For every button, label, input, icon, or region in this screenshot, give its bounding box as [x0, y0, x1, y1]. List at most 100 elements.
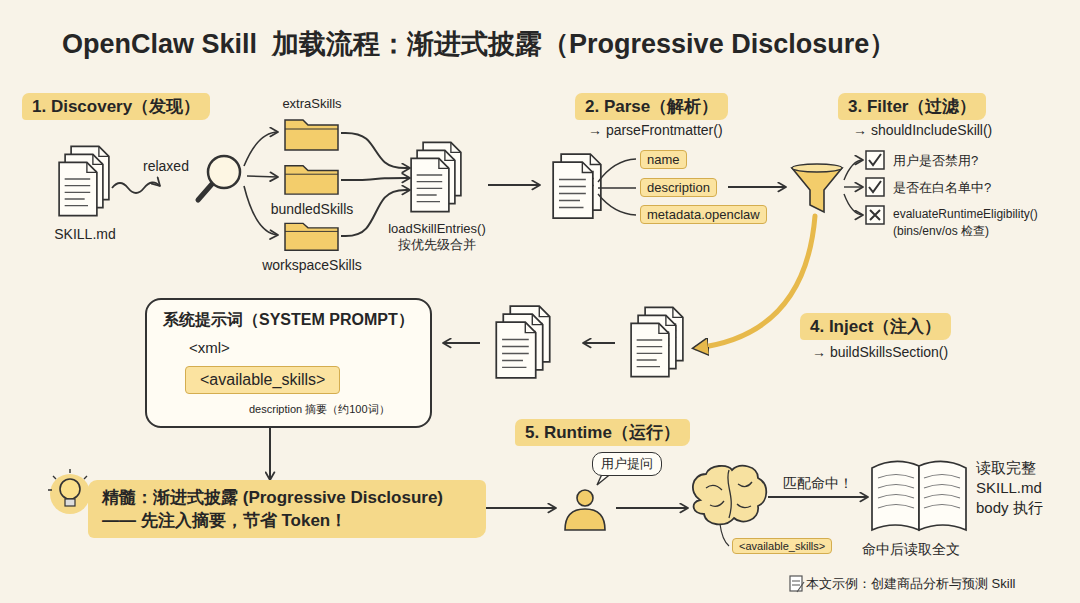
- bulb-rays: [48, 469, 92, 490]
- field-tag: metadata.openclaw: [640, 205, 767, 224]
- step-band: 1. Discovery（发现）: [22, 93, 210, 120]
- magnifier-icon: [198, 156, 240, 200]
- branch-arrow: [844, 194, 863, 215]
- flow-connector: [341, 133, 410, 168]
- node-text: 5. Runtime（运行）: [525, 421, 680, 444]
- node-text: SKILL.md: [54, 226, 115, 242]
- flow-connector: [616, 507, 688, 509]
- flow-connector: [486, 507, 556, 509]
- node-text: loadSkillEntries() 按优先级合并: [382, 221, 492, 253]
- step-band: 5. Runtime（运行）: [515, 419, 690, 446]
- note-label: 本文示例：创建商品分析与预测 Skill: [806, 575, 1015, 593]
- note-label: → buildSkillsSection(): [812, 344, 948, 360]
- book-icon: [872, 461, 966, 530]
- leader-line: [720, 524, 729, 546]
- brain-folds: [706, 470, 752, 518]
- bulb-base: [65, 499, 75, 506]
- note-label: → parseFrontmatter(): [588, 122, 723, 138]
- note-label: 命中后读取全文: [862, 541, 960, 559]
- book-page: [919, 461, 966, 530]
- node-text: name: [647, 152, 680, 167]
- branch-line: [598, 159, 636, 215]
- parse-doc: [553, 154, 601, 218]
- node-text: bundledSkills: [271, 201, 354, 217]
- folder-icon: workspaceSkills: [283, 218, 341, 252]
- curved-flow-arrow: [696, 216, 815, 348]
- note-label: 是否在白名单中?: [893, 179, 991, 197]
- node-text: 用户提问: [592, 452, 662, 476]
- summary-stack: [496, 306, 549, 378]
- book-lines: [878, 475, 960, 509]
- user-body: [565, 509, 605, 530]
- node-text: 4. Inject（注入）: [810, 315, 941, 338]
- check-mark: [869, 154, 881, 192]
- funnel-rim: [792, 164, 842, 172]
- user-node: 用户提问: [556, 486, 616, 530]
- folder-icon: extraSkills: [283, 114, 341, 152]
- note-label: evaluateRuntimeEligibility() (bins/env/o…: [893, 206, 1075, 240]
- diagram-title: OpenClaw Skill 加载流程：渐进式披露（Progressive Di…: [62, 26, 896, 62]
- note-label: → shouldIncludeSkill(): [853, 122, 992, 138]
- brain-node: <available_skills>: [688, 466, 768, 528]
- essence-band: 精髓：渐进式披露 (Progressive Disclosure) —— 先注入…: [88, 480, 486, 538]
- file-icon: SKILL.md: [58, 143, 112, 221]
- step-band: 3. Filter（过滤）: [838, 93, 986, 120]
- fan-arrow: [247, 176, 278, 177]
- node-text: 3. Filter（过滤）: [848, 95, 976, 118]
- bulb-glow: [50, 474, 90, 514]
- node-text: metadata.openclaw: [647, 207, 760, 222]
- book-node: 读取完整 SKILL.md body 执行: [868, 450, 1068, 534]
- file-stack-icon: loadSkillEntries() 按优先级合并: [410, 138, 464, 216]
- node-text: workspaceSkills: [262, 257, 362, 273]
- cross-mark: [870, 210, 880, 220]
- fan-arrow: [244, 132, 278, 166]
- flow-arrow: [443, 342, 480, 344]
- folder-icon: bundledSkills: [283, 160, 341, 196]
- flow-connector: [768, 496, 868, 498]
- checkbox: [866, 178, 884, 196]
- brain-icon: [693, 466, 766, 546]
- node-text: <xml>: [189, 339, 414, 356]
- note-paper: [790, 576, 802, 591]
- node-text: extraSkills: [282, 96, 341, 111]
- branch-arrow: [844, 160, 863, 180]
- checkbox: [866, 151, 884, 169]
- page: [411, 158, 449, 211]
- flow-arrow: [728, 186, 786, 188]
- node-text: 2. Parse（解析）: [585, 95, 718, 118]
- edge-label: 匹配命中！: [780, 475, 856, 493]
- folder: [285, 223, 338, 250]
- node-text: <available_skills>: [732, 538, 832, 554]
- book-page: [872, 461, 919, 530]
- squiggle-arrow: [112, 182, 160, 193]
- checkbox: [866, 206, 884, 224]
- skill-file-stack: [59, 146, 109, 215]
- bulb: [60, 479, 80, 499]
- page: [496, 322, 535, 378]
- funnel-icon: [792, 164, 842, 212]
- user-icon: [565, 472, 613, 530]
- node-text: 1. Discovery（发现）: [32, 95, 200, 118]
- note-label: 用户是否禁用?: [893, 152, 978, 170]
- folder: [285, 120, 338, 150]
- node-text: 系统提示词（SYSTEM PROMPT）: [163, 310, 414, 331]
- note-icon: [790, 576, 804, 592]
- node-text: 读取完整 SKILL.md body 执行: [976, 458, 1060, 518]
- xml-tag-box: <available_skills>: [185, 366, 340, 394]
- note-label: description 摘要（约100词）: [249, 402, 390, 417]
- brain-outline: [693, 466, 766, 525]
- node-text: <available_skills>: [200, 371, 325, 389]
- field-tag: description: [640, 178, 717, 197]
- bulb-icon: [48, 469, 92, 514]
- page: [631, 323, 669, 376]
- page: [59, 162, 97, 215]
- folder: [285, 166, 338, 194]
- branch-arrow: [844, 186, 863, 187]
- node-text: 精髓：渐进式披露 (Progressive Disclosure) —— 先注入…: [102, 486, 472, 532]
- user-head: [577, 490, 593, 506]
- step-band: 4. Inject（注入）: [800, 313, 951, 340]
- flow-arrow: [583, 342, 615, 344]
- merged-file-stack: [411, 142, 461, 211]
- step-band: 2. Parse（解析）: [575, 93, 728, 120]
- page: [553, 162, 593, 218]
